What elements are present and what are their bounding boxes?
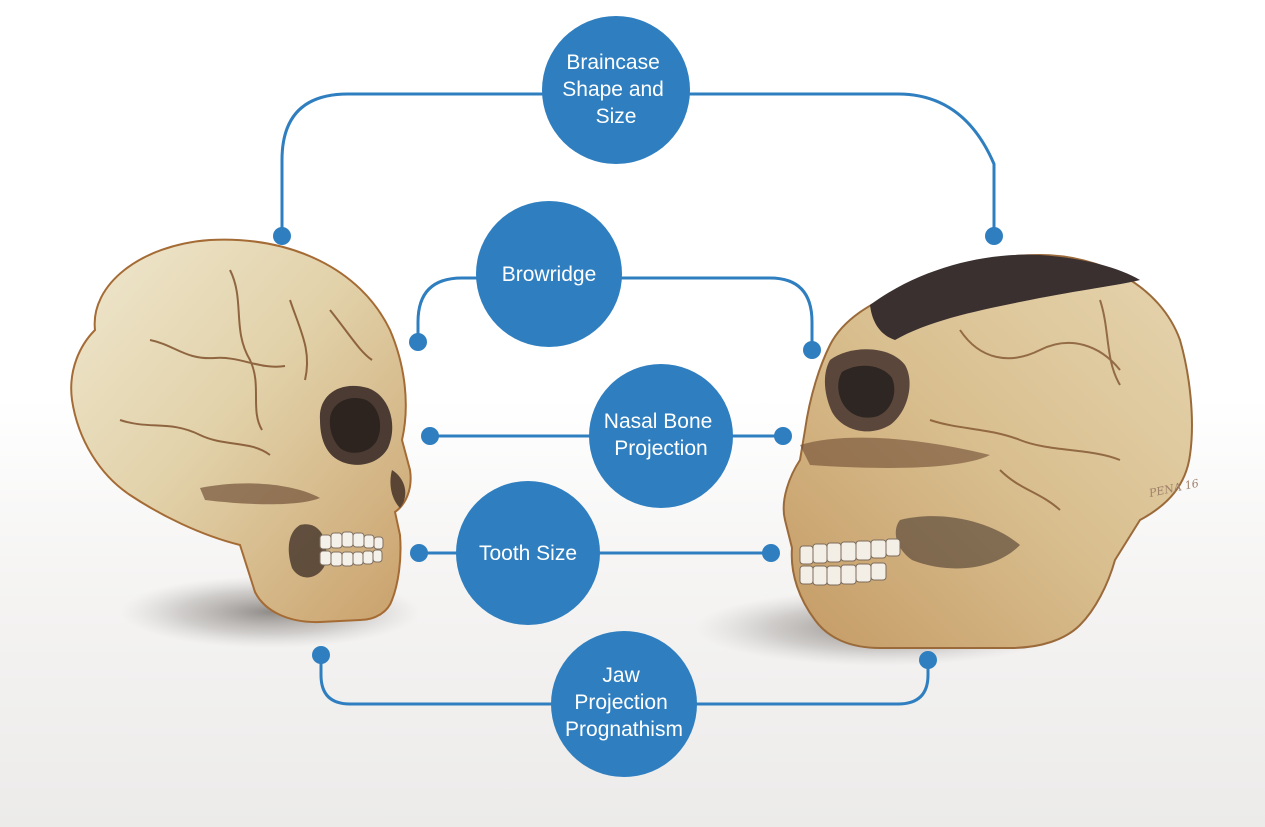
trait-label-line: Size [596, 105, 637, 128]
trait-label: Tooth Size [479, 542, 577, 565]
trait-label-line: Jaw [602, 664, 640, 687]
jaw-left-dot [312, 646, 330, 664]
tooth-right-dot [762, 544, 780, 562]
trait-circle [589, 364, 733, 508]
trait-node-nasal: Nasal Bone Projection [589, 364, 733, 508]
trait-label-line: Browridge [502, 263, 597, 286]
tooth-left-dot [410, 544, 428, 562]
braincase-left-dot [273, 227, 291, 245]
trait-node-browridge: Browridge [476, 201, 622, 347]
trait-node-jaw: Jaw Projection Prognathism [551, 631, 697, 777]
braincase-right-dot [985, 227, 1003, 245]
trait-node-tooth: Tooth Size [456, 481, 600, 625]
trait-node-braincase: Braincase Shape and Size [542, 16, 690, 164]
trait-label-line: Nasal Bone [604, 410, 713, 433]
trait-label-line: Projection [614, 437, 707, 460]
trait-label-line: Prognathism [565, 718, 683, 741]
browridge-right-dot [803, 341, 821, 359]
trait-label-line: Shape and [562, 78, 664, 101]
browridge-left-dot [409, 333, 427, 351]
trait-label-line: Projection [574, 691, 667, 714]
trait-label-line: Braincase [566, 51, 659, 74]
nasal-right-dot [774, 427, 792, 445]
jaw-right-dot [919, 651, 937, 669]
trait-label-line: Tooth Size [479, 542, 577, 565]
trait-label: Browridge [502, 263, 597, 286]
nasal-left-dot [421, 427, 439, 445]
modern-human-skull-icon [71, 240, 410, 622]
archaic-human-skull-icon: PENA 16 [784, 255, 1200, 648]
